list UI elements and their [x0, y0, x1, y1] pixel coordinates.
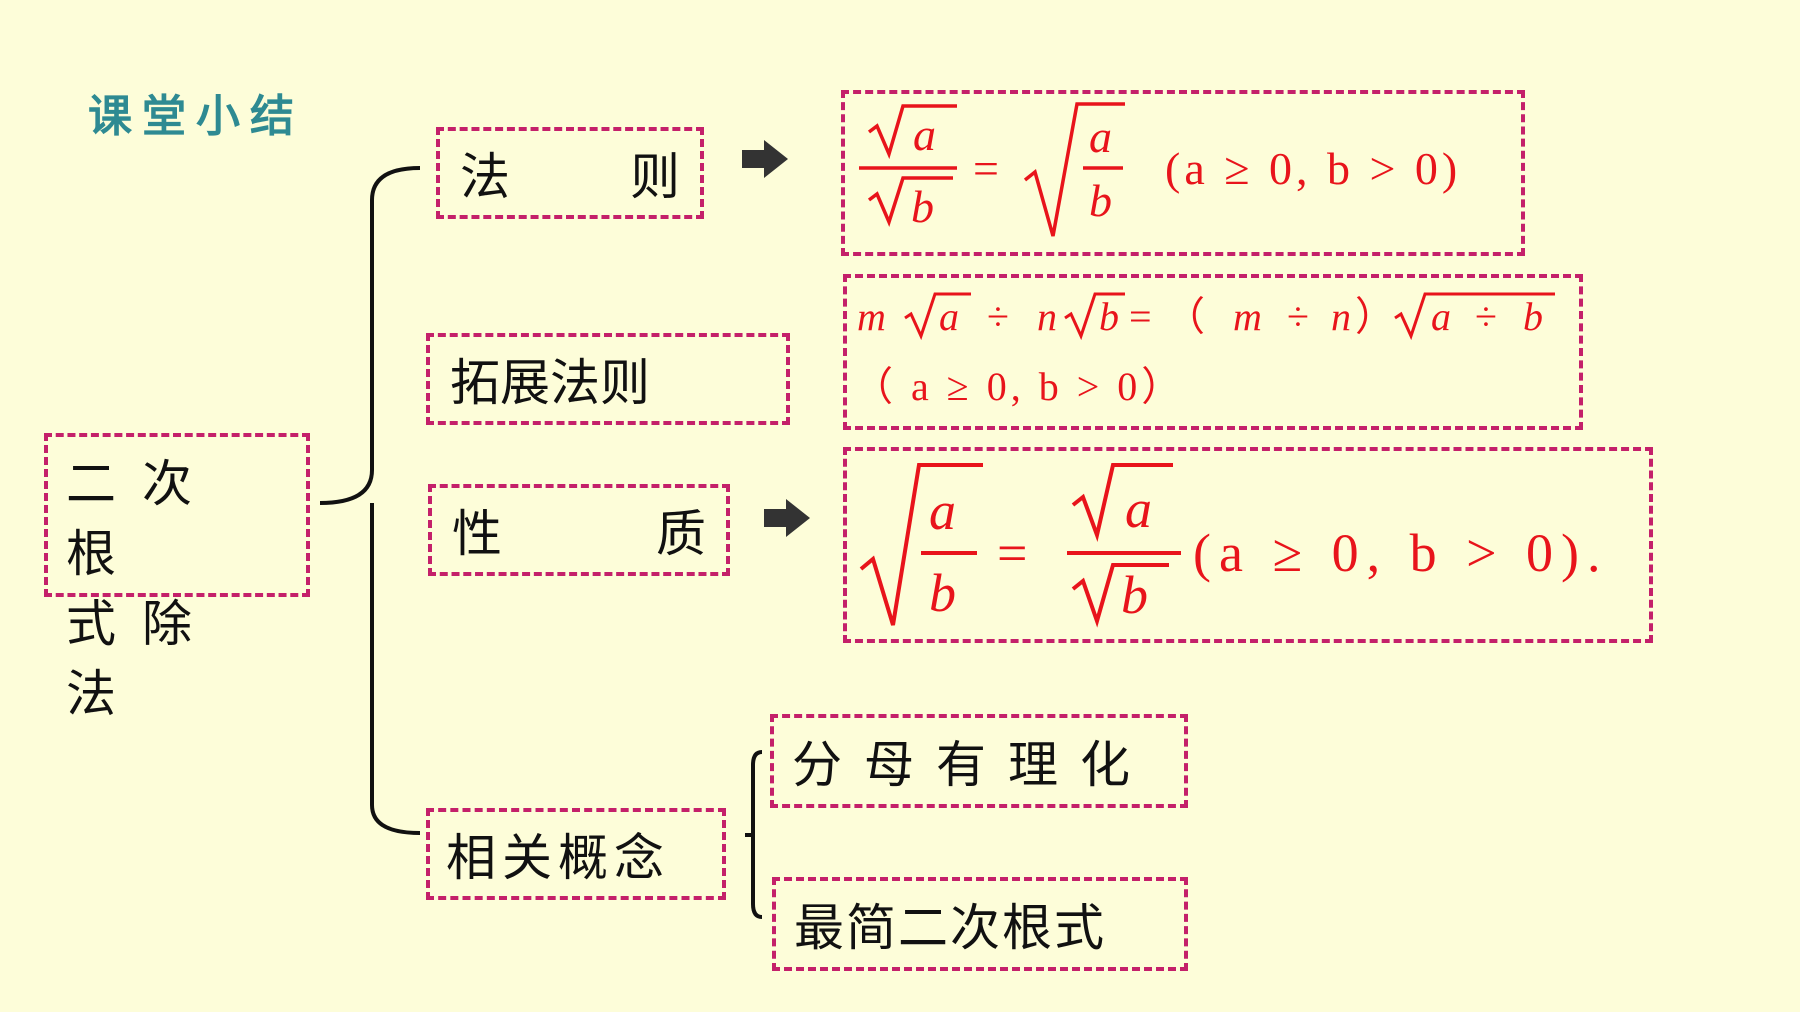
ext-a-right: a	[1431, 294, 1451, 339]
ext-m-right: m	[1233, 294, 1262, 339]
property-formula: a b = a b (a ≥ 0, b > 0).	[859, 463, 1609, 628]
concept-simplest-box: 最简二次根式	[772, 877, 1188, 971]
rule-label-right: 则	[630, 148, 680, 206]
property-label-left: 性	[452, 505, 502, 563]
main-brace	[319, 166, 421, 505]
prop-den-b: b	[1121, 565, 1148, 625]
prop-equals: =	[997, 523, 1027, 583]
rule-box: 法 则	[436, 127, 704, 219]
extended-rule-box: 拓展法则	[426, 333, 790, 425]
main-brace-lower	[370, 503, 421, 835]
related-concepts-label: 相关概念	[446, 829, 670, 887]
rule-equals: =	[973, 143, 999, 194]
ext-div-right: ÷	[1475, 294, 1497, 339]
rule-sqrt-numerator-icon	[867, 104, 957, 160]
related-concepts-box: 相关概念	[426, 808, 726, 900]
extended-formula: m a ÷ n b = （ m ÷ n ） a ÷ b （ a ≥ 0, b >…	[853, 292, 1555, 409]
prop-left-a: a	[929, 481, 956, 541]
ext-equals: =	[1129, 294, 1152, 339]
ext-div-left: ÷	[987, 294, 1009, 339]
rule-formula-box: a b = a b (a ≥ 0, b > 0)	[841, 90, 1525, 256]
concept-rationalize-label: 分母有理化	[792, 736, 1152, 794]
property-formula-box: a b = a b (a ≥ 0, b > 0).	[843, 447, 1653, 643]
rule-sqrt-denominator-icon	[867, 176, 953, 228]
prop-left-b: b	[929, 563, 956, 623]
rule-right-b: b	[1089, 175, 1112, 226]
rule-condition: (a ≥ 0, b > 0)	[1165, 143, 1461, 194]
rule-num-a: a	[913, 109, 936, 160]
concept-simplest-label: 最简二次根式	[794, 899, 1106, 957]
prop-condition: (a ≥ 0, b > 0).	[1193, 523, 1609, 583]
main-node-box: 二次根 式除法	[44, 433, 310, 723]
property-arrow-icon	[764, 499, 810, 537]
page-heading: 课堂小结	[88, 91, 304, 142]
ext-sqrt-a-icon	[904, 292, 971, 341]
prop-sqrt-big-icon	[859, 463, 983, 626]
rule-formula: a b = a b (a ≥ 0, b > 0)	[859, 102, 1461, 237]
ext-condition: （ a ≥ 0, b > 0）	[853, 364, 1185, 409]
ext-m-left: m	[857, 294, 886, 339]
ext-n-left: n	[1037, 294, 1057, 339]
rule-den-b: b	[911, 181, 934, 232]
ext-sqrt-b-icon	[1064, 292, 1125, 341]
prop-sqrt-numerator-icon	[1071, 463, 1173, 543]
rule-arrow-icon	[742, 140, 788, 178]
ext-n-right: n	[1331, 294, 1351, 339]
rule-right-a: a	[1089, 111, 1112, 162]
prop-sqrt-denominator-icon	[1071, 563, 1169, 628]
prop-num-a: a	[1125, 479, 1152, 539]
ext-div-mid: ÷	[1287, 294, 1309, 339]
ext-b-right: b	[1523, 294, 1543, 339]
ext-open-paren: （	[1165, 294, 1205, 339]
ext-close-paren: ）	[1355, 294, 1395, 339]
concept-rationalize-box: 分母有理化	[770, 714, 1188, 808]
main-node-line1: 二次根	[66, 455, 218, 583]
ext-sqrt-ab-icon	[1394, 292, 1555, 341]
ext-b-left: b	[1099, 294, 1119, 339]
main-node-line2: 式除法	[66, 595, 218, 723]
rule-label-left: 法	[460, 148, 510, 206]
extended-rule-label: 拓展法则	[450, 354, 650, 412]
concept-brace	[751, 750, 763, 919]
ext-a-left: a	[939, 294, 959, 339]
extended-formula-box: m a ÷ n b = （ m ÷ n ） a ÷ b （ a ≥ 0, b >…	[843, 274, 1583, 430]
rule-sqrt-big-icon	[1023, 102, 1125, 237]
property-label-right: 质	[656, 505, 706, 563]
property-box: 性 质	[428, 484, 730, 576]
